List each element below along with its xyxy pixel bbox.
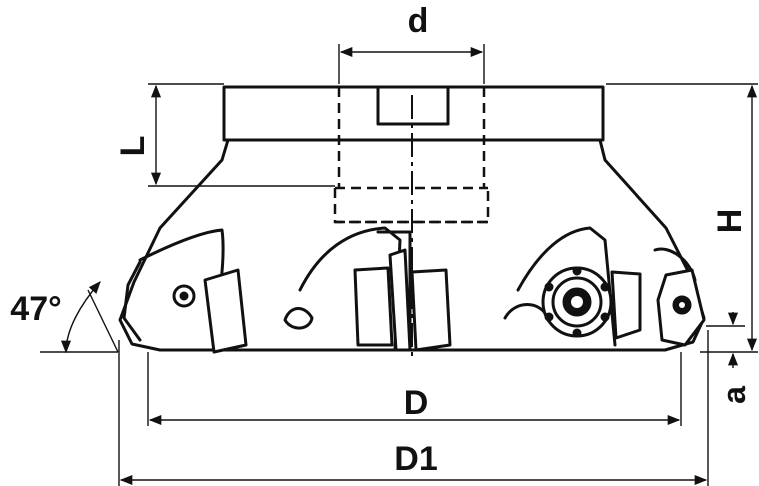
dimension-label-D1: D1 <box>394 440 437 478</box>
dimension-L: L <box>114 83 335 187</box>
dimension-a: a <box>706 312 752 404</box>
dimension-label-D: D <box>404 384 429 422</box>
side-insert-icon <box>656 268 706 347</box>
dimension-D: D <box>147 352 682 426</box>
chip-pockets <box>122 226 706 354</box>
dimension-label-L: L <box>114 136 152 157</box>
dimension-angle: 47° <box>10 281 119 354</box>
bore-hidden-lines <box>333 87 490 224</box>
cutter-body <box>118 85 706 352</box>
dimension-label-angle: 47° <box>10 290 61 328</box>
round-insert-icon <box>541 266 613 338</box>
dimension-D1: D1 <box>118 330 709 486</box>
dimension-d: d <box>338 2 485 84</box>
dimension-label-a: a <box>716 386 752 404</box>
dimension-label-d: d <box>408 2 429 40</box>
screw-icon <box>172 284 196 308</box>
dimension-H: H <box>606 83 758 353</box>
dimension-label-H: H <box>711 209 749 234</box>
